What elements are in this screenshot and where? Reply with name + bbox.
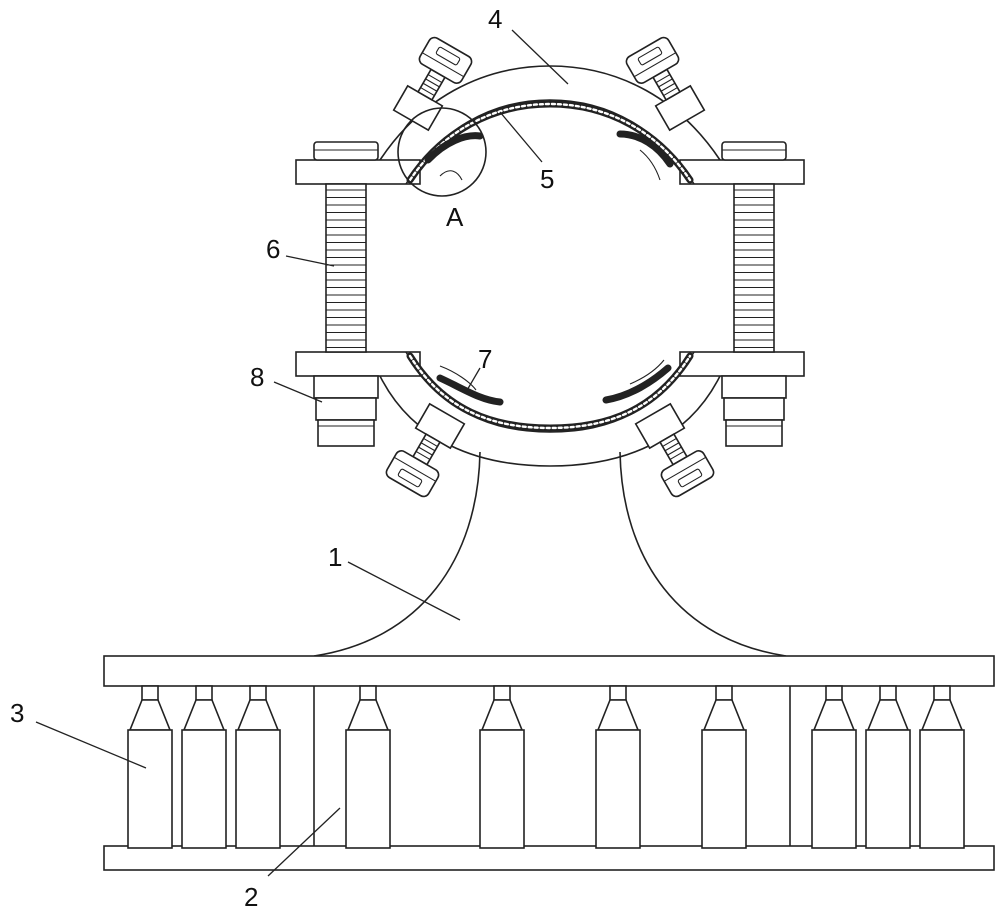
adjust-screw-bottom-left — [384, 402, 468, 499]
label-6: 6 — [266, 234, 280, 264]
label-5: 5 — [540, 164, 554, 194]
leg-6 — [596, 686, 640, 848]
leg-8 — [812, 686, 856, 848]
leg-7 — [702, 686, 746, 848]
label-a: A — [446, 202, 464, 232]
adjust-screw-bottom-right — [632, 402, 716, 499]
label-2: 2 — [244, 882, 258, 912]
adjust-screw-top-right — [624, 35, 708, 132]
bolt-head-right — [722, 142, 786, 160]
legs — [128, 686, 964, 848]
upper-flange-right — [680, 160, 804, 184]
bottom-plate — [104, 846, 994, 870]
adjust-screw-top-left — [390, 35, 474, 132]
support-neck — [314, 452, 786, 656]
leg-9 — [866, 686, 910, 848]
leg-2 — [182, 686, 226, 848]
bolt-left — [314, 142, 378, 446]
part-labels: 4 5 A 6 7 8 1 3 2 — [10, 4, 554, 912]
label-8: 8 — [250, 362, 264, 392]
leader-4 — [512, 30, 568, 84]
label-1: 1 — [328, 542, 342, 572]
leader-1 — [348, 562, 460, 620]
upper-flange-left — [296, 160, 420, 184]
label-3: 3 — [10, 698, 24, 728]
bolt-head-left — [314, 142, 378, 160]
leader-5 — [500, 112, 542, 162]
leg-5 — [480, 686, 524, 848]
label-7: 7 — [478, 344, 492, 374]
lower-flange-right — [680, 352, 804, 376]
leg-3 — [236, 686, 280, 848]
leg-1 — [128, 686, 172, 848]
leg-4 — [346, 686, 390, 848]
bolt-right — [722, 142, 786, 446]
lower-flange-left — [296, 352, 420, 376]
top-plate — [104, 656, 994, 686]
leg-10 — [920, 686, 964, 848]
label-4: 4 — [488, 4, 502, 34]
